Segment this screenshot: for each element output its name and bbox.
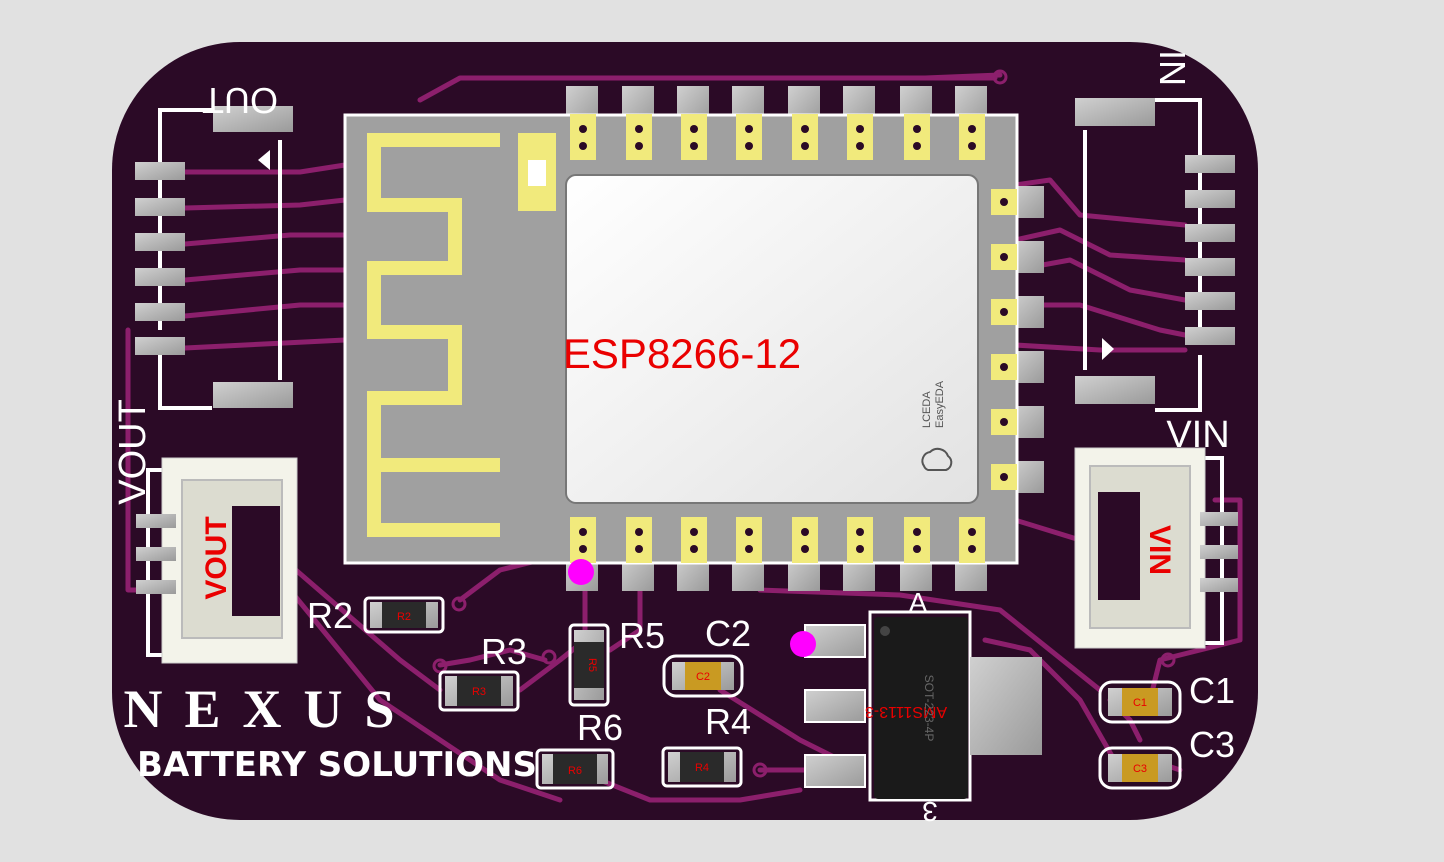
vout-ref-label: VOUT <box>200 516 233 599</box>
r6-silk-label: R6 <box>577 707 623 748</box>
vout-silk-label: VOUT <box>112 399 154 505</box>
vin-ref-label: VIN <box>1143 525 1176 575</box>
easyeda-cloud-icon <box>921 447 953 471</box>
brand-tagline: BATTERY SOLUTIONS <box>137 745 537 785</box>
r6-body-label: R6 <box>568 765 582 777</box>
c3-body-label: C3 <box>1133 763 1147 775</box>
logo-line-2: EasyEDA <box>934 380 946 428</box>
logo-line-1: LCEDA <box>921 391 933 428</box>
capacitor-c3 <box>1098 746 1182 790</box>
capacitor-c1 <box>1098 680 1182 724</box>
esp-module <box>343 86 1044 591</box>
resistor-r6 <box>535 748 615 790</box>
r2-silk-label: R2 <box>307 595 353 636</box>
brand-title: NEXUS <box>123 679 416 739</box>
regulator <box>804 610 1042 802</box>
module-label: ESP8266-12 <box>563 330 801 377</box>
pin-marker-esp <box>568 559 594 585</box>
regulator-pin-a: A <box>909 587 928 618</box>
r4-body-label: R4 <box>695 762 709 774</box>
c2-body-label: C2 <box>696 671 710 683</box>
regulator-pin-3: 3 <box>922 796 938 827</box>
capacitor-c2 <box>662 654 744 698</box>
r3-silk-label: R3 <box>481 631 527 672</box>
r4-silk-label: R4 <box>705 701 751 742</box>
r5-silk-label: R5 <box>619 615 665 656</box>
r5-body-label: R5 <box>586 658 598 672</box>
in-connector <box>1075 98 1235 412</box>
r2-body-label: R2 <box>397 611 411 623</box>
in-connector-label: IN <box>1152 50 1193 86</box>
c1-body-label: C1 <box>1133 697 1147 709</box>
out-connector-label: OUT <box>202 80 278 121</box>
c2-silk-label: C2 <box>705 613 751 654</box>
vin-silk-label: VIN <box>1166 414 1229 456</box>
resistor-r5 <box>568 623 610 707</box>
vias <box>432 69 1176 778</box>
regulator-part: AMS1113-3 <box>865 703 947 720</box>
resistor-r4 <box>661 746 743 788</box>
vin-jst-connector <box>1074 447 1238 649</box>
r3-body-label: R3 <box>472 686 486 698</box>
regulator-package: SOT-223-4P <box>922 675 936 742</box>
vout-jst-connector <box>136 457 298 664</box>
pin-marker-regulator <box>790 631 816 657</box>
c1-silk-label: C1 <box>1189 670 1235 711</box>
resistor-r3 <box>438 670 520 712</box>
out-connector <box>135 106 293 410</box>
c3-silk-label: C3 <box>1189 724 1235 765</box>
resistor-r2 <box>363 596 445 634</box>
